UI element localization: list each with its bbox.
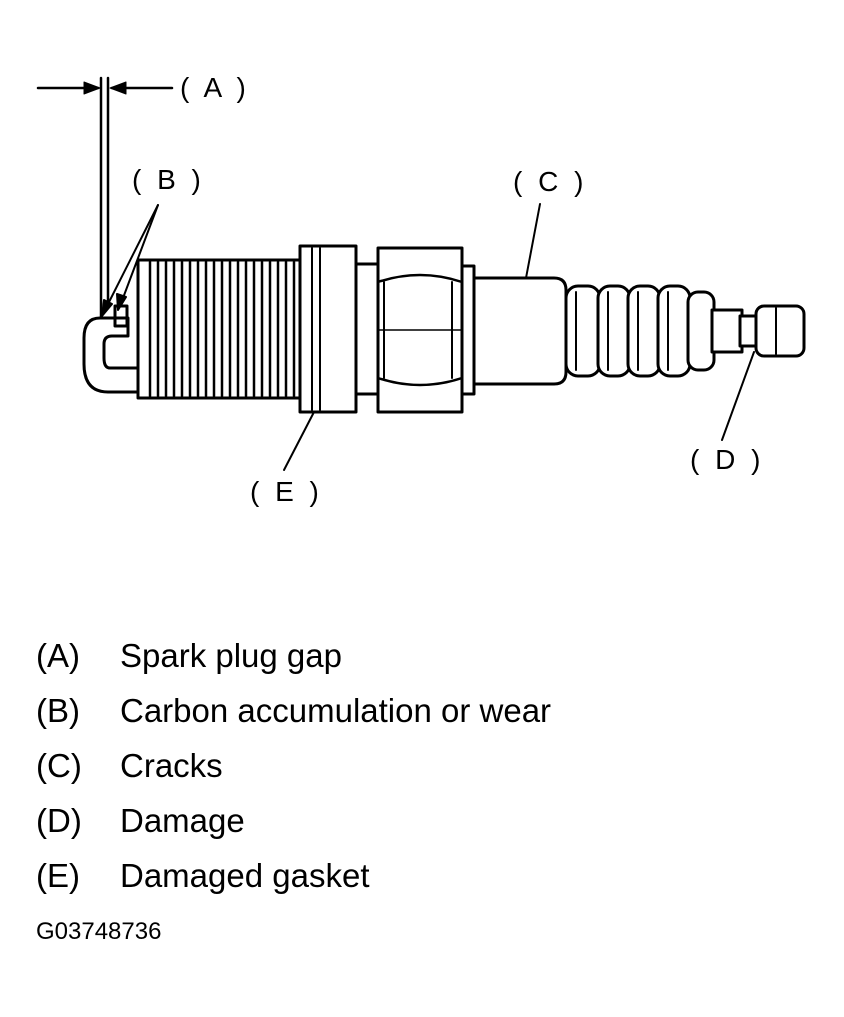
legend-key: (D) — [36, 802, 82, 839]
legend-key: (B) — [36, 692, 80, 729]
callout-c: ( C ) — [513, 166, 588, 197]
spark-plug-illustration — [36, 76, 806, 471]
thread-lines — [148, 260, 296, 398]
legend-item-e: (E) Damaged gasket — [36, 848, 551, 903]
shell-waist — [354, 262, 380, 396]
legend-text: Damaged gasket — [120, 857, 370, 894]
legend-text: Damage — [120, 802, 245, 839]
gasket — [298, 244, 358, 414]
spark-plug-diagram — [36, 76, 806, 471]
gap-dimension-arrows — [36, 76, 174, 320]
legend-key: (C) — [36, 747, 82, 784]
legend-item-b: (B) Carbon accumulation or wear — [36, 683, 551, 738]
b-leaders — [101, 204, 159, 317]
legend-item-d: (D) Damage — [36, 793, 551, 848]
insulator-body — [472, 276, 568, 386]
legend: (A) Spark plug gap (B) Carbon accumulation… — [36, 628, 551, 903]
callout-e: ( E ) — [250, 476, 323, 507]
callout-a: ( A ) — [180, 72, 250, 103]
leader-lines — [283, 203, 755, 471]
figure-code: G03748736 — [36, 918, 162, 945]
threaded-section — [136, 258, 302, 400]
insulator-ribs — [564, 284, 716, 378]
legend-key: (E) — [36, 857, 80, 894]
ground-electrode — [82, 316, 140, 394]
legend-text: Cracks — [120, 747, 223, 784]
legend-item-c: (C) Cracks — [36, 738, 551, 793]
legend-item-a: (A) Spark plug gap — [36, 628, 551, 683]
legend-text: Spark plug gap — [120, 637, 342, 674]
legend-key: (A) — [36, 637, 80, 674]
terminal — [710, 304, 806, 358]
callout-b: ( B ) — [132, 164, 205, 195]
center-electrode — [113, 304, 129, 328]
shell-neck — [460, 264, 476, 396]
legend-text: Carbon accumulation or wear — [120, 692, 552, 729]
callout-d: ( D ) — [690, 444, 765, 475]
